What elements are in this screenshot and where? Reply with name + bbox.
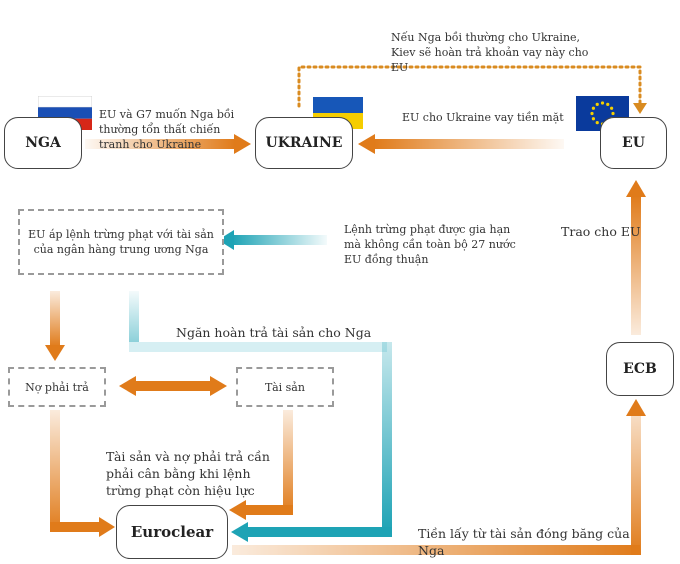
nga-box: NGA xyxy=(4,117,82,169)
eu-box: EU xyxy=(600,117,667,169)
extension-arrow xyxy=(218,230,327,250)
assets-box: Tài sản xyxy=(236,367,334,407)
euroclear-to-ecb-arrow xyxy=(232,399,646,555)
ukraine-box: UKRAINE xyxy=(255,117,353,169)
balance-double-arrow xyxy=(119,376,227,396)
repay-note-label: Nếu Nga bồi thường cho Ukraine, Kiev sẽ … xyxy=(391,31,589,74)
eu-loan-label: EU cho Ukraine vay tiền mặt xyxy=(402,111,564,124)
assets-to-euroclear-arrow xyxy=(229,410,293,520)
liabilities-to-euroclear-arrow xyxy=(50,410,115,537)
nga-to-ukraine-arrow xyxy=(85,134,251,154)
balance-note-label: Tài sản và nợ phải trả cần phải cân bằng… xyxy=(106,449,270,498)
block-return-label: Ngăn hoàn trả tài sản cho Nga xyxy=(176,325,372,340)
eu-to-ukraine-arrow xyxy=(358,134,564,154)
frozen-money-label: Tiền lấy từ tài sản đóng băng của Nga xyxy=(418,526,630,558)
extension-label: Lệnh trừng phạt được gia hạn mà không cầ… xyxy=(344,223,516,266)
g7-demand-label: EU và G7 muốn Nga bồi thường tổn thất ch… xyxy=(99,108,235,151)
sanction-box: EU áp lệnh trừng phạt với tài sản của ng… xyxy=(18,209,224,275)
block-return-arrow xyxy=(129,291,392,542)
repay-dotted-arrow xyxy=(297,65,647,114)
ecb-box: ECB xyxy=(606,342,674,396)
liabilities-box: Nợ phải trả xyxy=(8,367,106,407)
give-eu-label: Trao cho EU xyxy=(561,224,641,239)
sanction-to-liabilities-arrow xyxy=(45,291,65,361)
euroclear-box: Euroclear xyxy=(116,505,228,559)
ecb-to-eu-arrow xyxy=(626,180,646,335)
